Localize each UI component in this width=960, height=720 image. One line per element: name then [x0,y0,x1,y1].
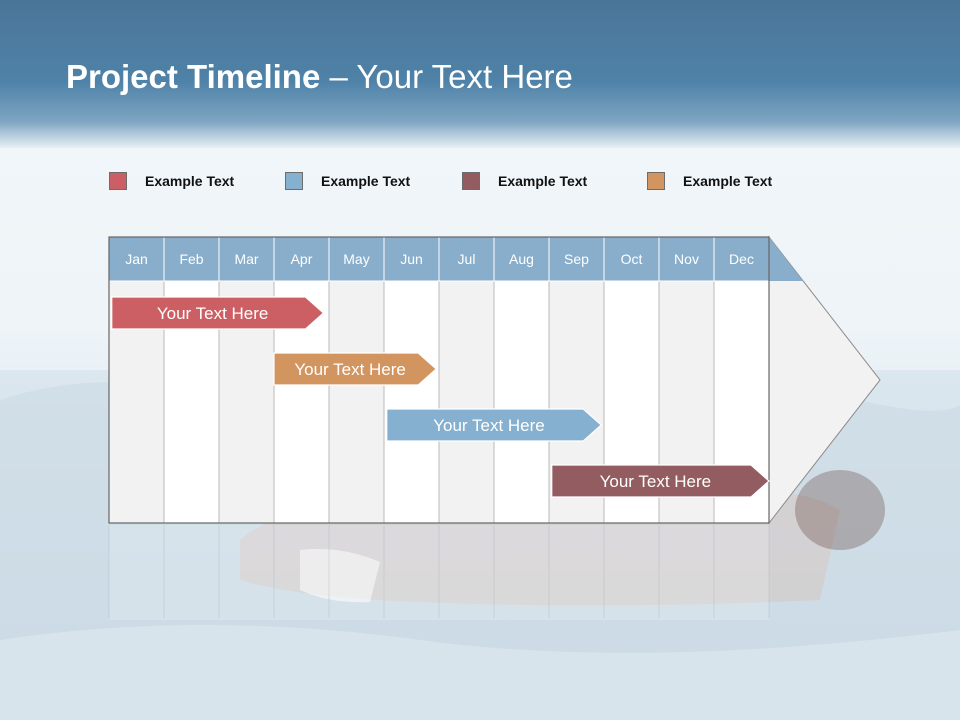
month-label: Apr [291,251,313,267]
legend-swatch-red [109,172,127,190]
header-band [0,0,960,148]
task-arrow [551,464,770,498]
month-column [493,280,550,524]
legend-label: Example Text [321,173,411,189]
legend-swatch-blue [285,172,303,190]
task-label: Your Text Here [157,304,269,323]
legend-label: Example Text [145,173,235,189]
page-title: Project Timeline – Your Text Here [66,58,573,96]
month-header-cell [328,236,385,282]
task-label: Your Text Here [294,360,406,379]
title-bold: Project Timeline [66,58,321,95]
month-label: Jul [458,251,476,267]
timeline-reflection [109,525,769,620]
legend-label: Example Text [498,173,588,189]
task-arrow [386,408,603,442]
month-header-cell [108,236,165,282]
month-label: Jun [400,251,423,267]
month-header-cell [548,236,605,282]
month-label: Oct [621,251,643,267]
month-label: Mar [234,251,258,267]
month-header-cell [603,236,660,282]
title-rest: – Your Text Here [320,58,573,95]
task-arrow [111,296,325,330]
month-header-cell [658,236,715,282]
legend-item-4: Example Text [647,170,772,192]
task-label: Your Text Here [433,416,545,435]
month-column [383,280,440,524]
legend-item-1: Example Text [109,170,234,192]
legend-label: Example Text [683,173,773,189]
month-column [438,280,495,524]
task-label: Your Text Here [600,472,712,491]
month-column [328,280,385,524]
month-label: Sep [564,251,589,267]
month-header-cell [713,236,770,282]
month-label: Feb [179,251,203,267]
month-header-cell [438,236,495,282]
month-label: May [343,251,369,267]
legend-item-3: Example Text [462,170,587,192]
month-label: Jan [125,251,148,267]
legend-item-2: Example Text [285,170,410,192]
task-arrow [273,352,438,386]
month-label: Aug [509,251,534,267]
legend-swatch-maroon [462,172,480,190]
timeline-arrow-head-band [769,237,803,281]
month-label: Nov [674,251,699,267]
month-label: Dec [729,251,754,267]
legend-swatch-orange [647,172,665,190]
timeline-frame [108,236,770,524]
